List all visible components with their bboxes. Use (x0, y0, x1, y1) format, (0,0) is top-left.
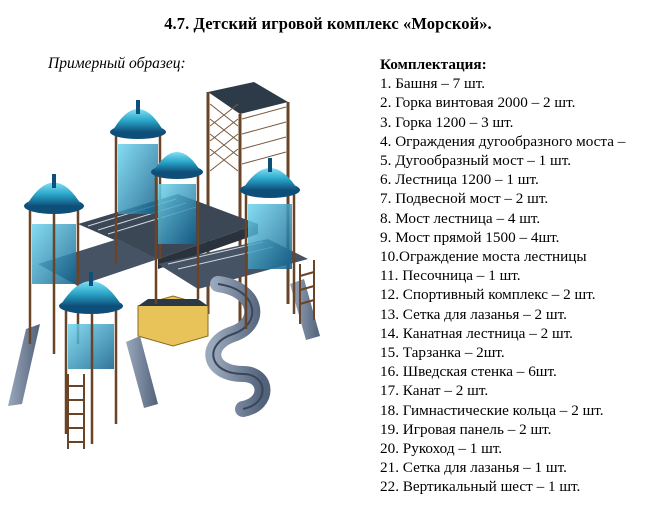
list-item: 16. Шведская стенка – 6шт. (380, 363, 557, 381)
straight-slides (8, 279, 320, 408)
list-item: 17. Канат – 2 шт. (380, 382, 489, 400)
list-item: 18. Гимнастические кольца – 2 шт. (380, 401, 604, 419)
tower-right (240, 158, 300, 329)
list-item: 7. Подвесной мост – 2 шт. (380, 190, 549, 208)
list-item: 1. Башня – 7 шт. (380, 75, 486, 93)
sandbox (137, 295, 209, 347)
list-item: 2. Горка винтовая 2000 – 2 шт. (380, 94, 576, 112)
list-item: 5. Дугообразный мост – 1 шт. (380, 152, 572, 170)
list-item: 10.Ограждение моста лестницы (380, 248, 587, 266)
list-item: 21. Сетка для лазанья – 1 шт. (380, 459, 567, 477)
list-item: 4. Ограждения дугообразного моста – (380, 132, 626, 150)
list-item: 13. Сетка для лазанья – 2 шт. (380, 305, 567, 323)
list-item: 8. Мост лестница – 4 шт. (380, 209, 541, 227)
list-item: 6. Лестница 1200 – 1 шт. (380, 171, 539, 189)
ladders (67, 260, 315, 449)
tower-center (151, 152, 203, 304)
list-item: 3. Горка 1200 – 3 шт. (380, 113, 514, 131)
list-item: 15. Тарзанка – 2шт. (380, 344, 505, 362)
list-item: 22. Вертикальный шест – 1 шт. (380, 478, 581, 496)
kit-list: 1. Башня – 7 шт. 2. Горка винтовая 2000 … (380, 74, 656, 496)
kit-section: Комплектация: 1. Башня – 7 шт. 2. Горка … (380, 55, 656, 497)
list-item: 9. Мост прямой 1500 – 4шт. (380, 228, 560, 246)
list-item: 19. Игровая панель – 2 шт. (380, 420, 552, 438)
tower-front (59, 272, 123, 444)
sample-label: Примерный образец: (48, 55, 186, 72)
list-item: 12. Спортивный комплекс – 2 шт. (380, 286, 596, 304)
playground-complex-image (8, 82, 320, 449)
kit-heading: Комплектация: (380, 56, 487, 73)
document-title: 4.7. Детский игровой комплекс «Морской». (164, 14, 492, 33)
tower-left (24, 174, 84, 354)
list-item: 11. Песочница – 1 шт. (380, 267, 521, 285)
list-item: 14. Канатная лестница – 2 шт. (380, 324, 573, 342)
list-item: 20. Рукоход – 1 шт. (380, 440, 503, 458)
climbing-tower (206, 82, 290, 324)
spiral-slide (205, 276, 271, 417)
